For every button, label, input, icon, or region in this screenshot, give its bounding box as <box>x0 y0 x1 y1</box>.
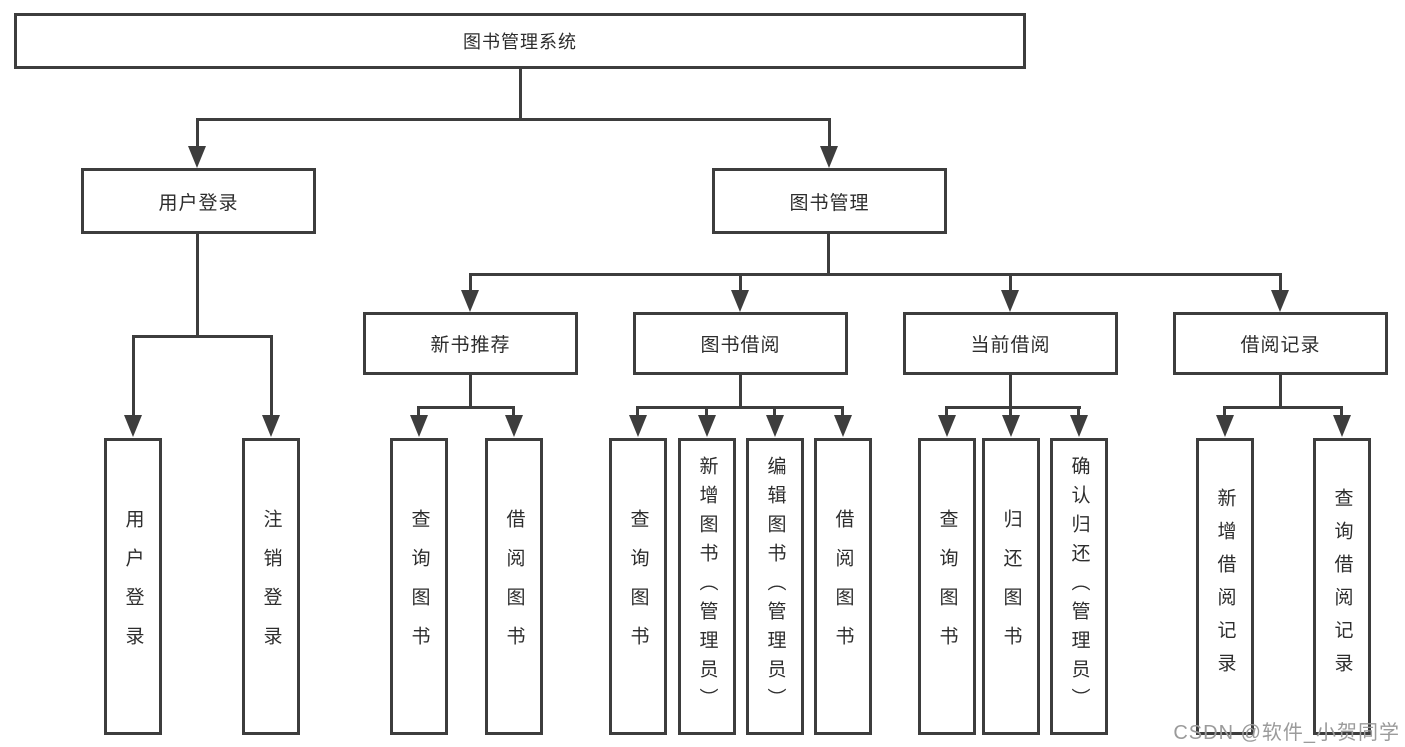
leaf-node-add-borrow-record: 新增借阅记录 <box>1196 438 1254 735</box>
arrow-down-icon <box>1216 415 1234 437</box>
connector-line <box>739 273 742 292</box>
arrow-down-icon <box>1070 415 1088 437</box>
leaf-node-user-login: 用户登录 <box>104 438 162 735</box>
connector-line <box>512 406 515 416</box>
arrow-down-icon <box>1002 415 1020 437</box>
connector-line <box>132 335 273 338</box>
connector-line <box>469 273 1282 276</box>
connector-line <box>196 118 199 148</box>
arrow-down-icon <box>505 415 523 437</box>
arrow-down-icon <box>124 415 142 437</box>
connector-line <box>1279 273 1282 292</box>
leaf-node-search-borrow-record: 查询借阅记录 <box>1313 438 1371 735</box>
connector-line <box>636 406 844 409</box>
level2-node-book-management: 图书管理 <box>712 168 947 234</box>
root-node-library-management-system: 图书管理系统 <box>14 13 1026 69</box>
connector-line <box>1279 375 1282 406</box>
leaf-node-borrow-books: 借阅图书 <box>814 438 872 735</box>
arrow-down-icon <box>262 415 280 437</box>
connector-line <box>469 273 472 292</box>
arrow-down-icon <box>1271 290 1289 312</box>
arrow-down-icon <box>461 290 479 312</box>
connector-line <box>773 406 776 416</box>
level3-node-current-borrowing: 当前借阅 <box>903 312 1118 375</box>
connector-line <box>1223 406 1226 416</box>
level3-node-new-book-recommendation: 新书推荐 <box>363 312 578 375</box>
connector-line <box>196 234 199 335</box>
connector-line <box>827 234 830 273</box>
leaf-node-add-books-admin: 新增图书（管理员） <box>678 438 736 735</box>
leaf-node-return-books: 归还图书 <box>982 438 1040 735</box>
arrow-down-icon <box>1333 415 1351 437</box>
connector-line <box>132 335 135 416</box>
connector-line <box>196 118 831 121</box>
arrow-down-icon <box>834 415 852 437</box>
connector-line <box>469 375 472 406</box>
connector-line <box>739 375 742 406</box>
level2-node-user-login: 用户登录 <box>81 168 316 234</box>
arrow-down-icon <box>766 415 784 437</box>
connector-line <box>705 406 708 416</box>
arrow-down-icon <box>820 146 838 168</box>
connector-line <box>1077 406 1080 416</box>
level3-node-borrowing-records: 借阅记录 <box>1173 312 1388 375</box>
leaf-node-search-books-current: 查询图书 <box>918 438 976 735</box>
csdn-watermark: CSDN @软件_小贺同学 <box>1173 722 1400 744</box>
leaf-node-confirm-return-admin: 确认归还（管理员） <box>1050 438 1108 735</box>
connector-line <box>1009 273 1012 292</box>
connector-line <box>417 406 420 416</box>
connector-line <box>841 406 844 416</box>
connector-line <box>945 406 1081 409</box>
arrow-down-icon <box>188 146 206 168</box>
leaf-node-search-books-recommend: 查询图书 <box>390 438 448 735</box>
connector-line <box>1340 406 1343 416</box>
connector-line <box>270 335 273 416</box>
connector-line <box>828 118 831 148</box>
leaf-node-edit-books-admin: 编辑图书（管理员） <box>746 438 804 735</box>
arrow-down-icon <box>629 415 647 437</box>
connector-line <box>1009 406 1012 416</box>
arrow-down-icon <box>938 415 956 437</box>
connector-line <box>519 69 522 118</box>
leaf-node-logout: 注销登录 <box>242 438 300 735</box>
connector-line <box>417 406 515 409</box>
connector-line <box>945 406 948 416</box>
connector-line <box>636 406 639 416</box>
level3-node-book-borrowing: 图书借阅 <box>633 312 848 375</box>
leaf-node-search-books-borrowing: 查询图书 <box>609 438 667 735</box>
arrow-down-icon <box>731 290 749 312</box>
arrow-down-icon <box>1001 290 1019 312</box>
connector-line <box>1009 375 1012 406</box>
connector-line <box>1223 406 1343 409</box>
arrow-down-icon <box>698 415 716 437</box>
arrow-down-icon <box>410 415 428 437</box>
leaf-node-borrow-books-recommend: 借阅图书 <box>485 438 543 735</box>
